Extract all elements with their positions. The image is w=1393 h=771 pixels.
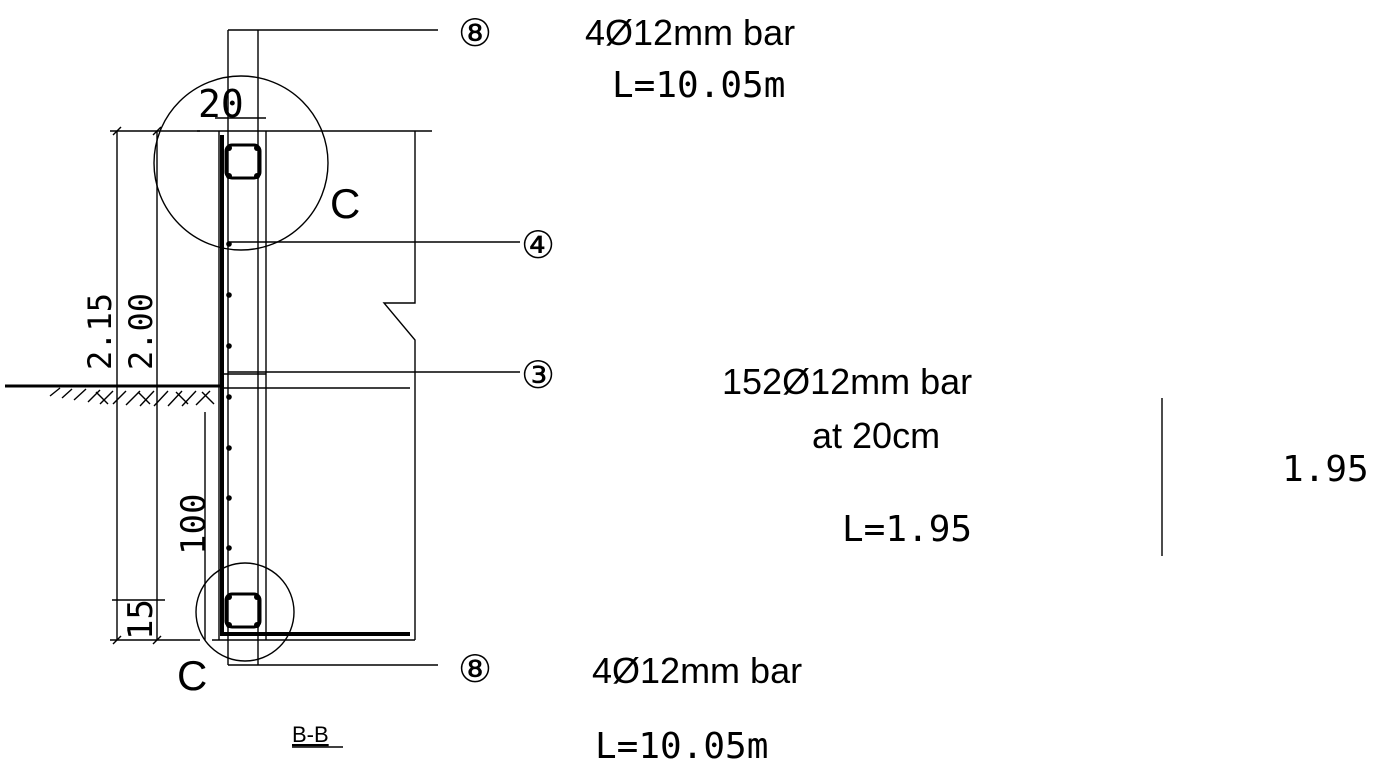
bottom-bar-label: 4Ø12mm bar bbox=[592, 650, 802, 691]
distribution-bar-dots bbox=[226, 241, 232, 551]
leaders bbox=[228, 29, 520, 666]
mid-bar-spacing: at 20cm bbox=[812, 415, 940, 456]
dim-20: 20 bbox=[198, 82, 244, 126]
top-bar-label: 4Ø12mm bar bbox=[585, 12, 795, 53]
side-length: 1.95 bbox=[1282, 449, 1369, 490]
mid-bar-length: L=1.95 bbox=[842, 509, 972, 550]
concrete-outline bbox=[197, 130, 432, 641]
detail-label-top: C bbox=[330, 180, 360, 227]
dimension-lines bbox=[110, 117, 266, 645]
detail-circle-top bbox=[153, 75, 329, 251]
bottom-bar-length: L=10.05m bbox=[595, 726, 768, 767]
mark-4: ④ bbox=[521, 225, 555, 267]
stirrup-bottom bbox=[224, 592, 262, 629]
main-bar bbox=[220, 29, 410, 666]
dim-2-00: 2.00 bbox=[122, 293, 160, 370]
top-bar-length: L=10.05m bbox=[612, 65, 785, 106]
mark-3: ③ bbox=[521, 355, 555, 397]
stirrup-top bbox=[224, 143, 262, 180]
dim-15: 15 bbox=[121, 599, 161, 640]
ground bbox=[5, 384, 222, 407]
dim-2-15: 2.15 bbox=[81, 293, 119, 370]
dim-100: 100 bbox=[174, 494, 214, 555]
mark-8-top: ⑧ bbox=[458, 13, 492, 55]
detail-label-bottom: C bbox=[177, 652, 207, 699]
mid-bar-label: 152Ø12mm bar bbox=[722, 361, 972, 402]
detail-circle-bottom bbox=[195, 562, 295, 662]
mark-8-bottom: ⑧ bbox=[458, 649, 492, 691]
section-title: B-B bbox=[292, 722, 329, 747]
